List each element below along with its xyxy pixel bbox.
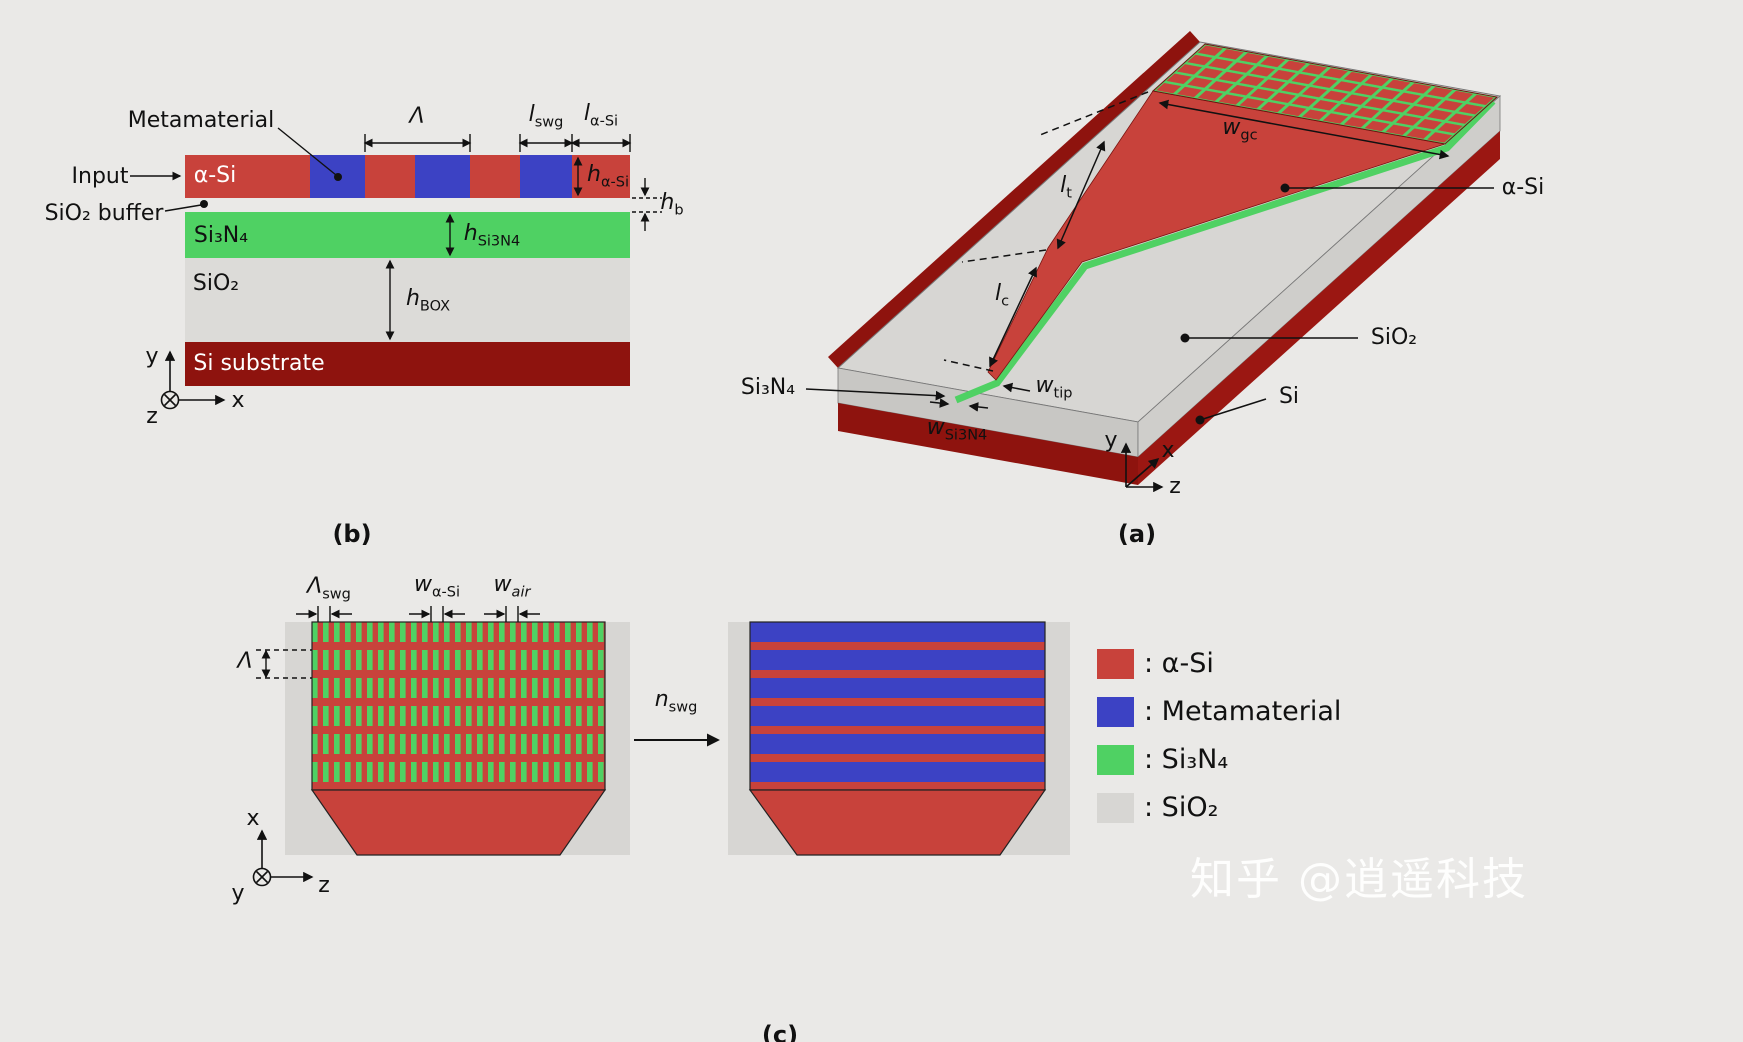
legend-label-si3n4: : Si₃N₄ (1144, 744, 1229, 775)
sio2-pointer-dot (1180, 333, 1190, 343)
axis-x-label-c: x (246, 806, 260, 831)
metamaterial-segment-3 (520, 155, 572, 198)
sio2-buffer-annotation: SiO₂ buffer (44, 201, 164, 226)
dim-w-tip: wtip (1035, 373, 1073, 402)
dim-w-air: wair (493, 572, 531, 601)
legend-swatch-alpha-si (1097, 648, 1134, 679)
dim-lambda-b: Λ (409, 104, 425, 130)
si3n4-material-label: Si₃N₄ (740, 375, 796, 400)
si-material-label: Si (1278, 384, 1300, 409)
alpha-si-taper-right (748, 789, 1047, 856)
legend-item-alpha-si: : α-Si (1097, 648, 1341, 679)
watermark: 知乎 @逍遥科技 (1190, 854, 1528, 905)
effective-medium-region (749, 621, 1046, 791)
dim-l-c: lc (994, 281, 1010, 310)
caption-c: (c) (761, 1021, 799, 1042)
alpha-si-pointer-dot (1280, 183, 1290, 193)
dimension-lines-b (130, 127, 662, 341)
axes-a (1120, 442, 1164, 493)
swg-pattern-region (311, 621, 606, 791)
panel-c-top-view (252, 606, 1070, 887)
legend-item-metamaterial: : Metamaterial (1097, 696, 1341, 727)
legend-item-sio2: : SiO₂ (1097, 792, 1341, 823)
si-right-face (1138, 131, 1500, 485)
si3n4-layer (185, 212, 630, 258)
axis-y-label-b: y (145, 344, 159, 369)
dim-w-gc: wgc (1222, 115, 1258, 144)
legend-label-metamaterial: : Metamaterial (1144, 696, 1342, 727)
legend-item-si3n4: : Si₃N₄ (1097, 744, 1341, 775)
si-substrate-layer (185, 342, 630, 386)
dim-n-swg: nswg (654, 687, 698, 716)
caption-a: (a) (1117, 520, 1157, 548)
axis-z-label-c: z (318, 873, 330, 898)
legend-swatch-sio2 (1097, 792, 1134, 823)
si3n4-stripe (954, 98, 1496, 404)
axes-c (252, 829, 314, 887)
sio2-layer-label: SiO₂ (192, 271, 240, 296)
buffer-pointer-dot (200, 200, 208, 208)
dim-h-b: hb (660, 190, 684, 219)
dim-w-alpha-si: wα-Si (413, 572, 461, 601)
dim-l-swg: lswg (528, 102, 564, 131)
dimension-lines-a (805, 91, 1494, 421)
metamaterial-segment-2 (415, 155, 470, 198)
axis-y-label-a: y (1104, 428, 1118, 453)
dim-l-t: lt (1060, 173, 1072, 202)
axis-x-label-a: x (1161, 438, 1175, 463)
legend-swatch-metamaterial (1097, 696, 1134, 727)
dim-w-si3n4: wSi3N4 (926, 415, 988, 444)
legend: : α-Si : Metamaterial : Si₃N₄ : SiO₂ (1097, 648, 1341, 840)
axis-z-label-a: z (1169, 474, 1181, 499)
alpha-si-material-label: α-Si (1501, 175, 1545, 200)
axis-y-label-c: y (231, 881, 245, 906)
dim-h-si3n4: hSi3N4 (463, 221, 521, 250)
axis-z-label-b: z (146, 404, 158, 429)
axes-b (160, 350, 226, 410)
si-back-edge (828, 31, 1200, 368)
dim-h-alpha-si: hα-Si (586, 162, 630, 191)
legend-label-alpha-si: : α-Si (1144, 648, 1214, 679)
metamaterial-pointer-dot (334, 173, 342, 181)
legend-label-sio2: : SiO₂ (1144, 792, 1219, 823)
si-pointer-dot (1195, 415, 1205, 425)
si-substrate-layer-label: Si substrate (193, 351, 325, 376)
legend-swatch-si3n4 (1097, 744, 1134, 775)
caption-b: (b) (332, 520, 372, 548)
sio2-box-layer (185, 258, 630, 342)
dim-lambda-c: Λ (237, 649, 253, 675)
metamaterial-annotation: Metamaterial (127, 108, 275, 133)
si-left-face (838, 403, 1138, 485)
panel-a-3d-view (805, 31, 1502, 493)
dim-h-box: hBOX (405, 286, 451, 315)
dim-l-alpha-si: lα-Si (583, 101, 619, 130)
axis-x-label-b: x (231, 388, 245, 413)
sio2-material-label: SiO₂ (1370, 325, 1418, 350)
alpha-si-taper-left (310, 789, 607, 856)
dim-lambda-swg: Λswg (307, 574, 351, 603)
alpha-si-layer-label: α-Si (193, 163, 237, 188)
input-annotation: Input (71, 164, 129, 189)
dimension-lines-c (256, 606, 720, 747)
si3n4-layer-label: Si₃N₄ (193, 223, 249, 248)
panel-b-cross-section (130, 127, 662, 410)
